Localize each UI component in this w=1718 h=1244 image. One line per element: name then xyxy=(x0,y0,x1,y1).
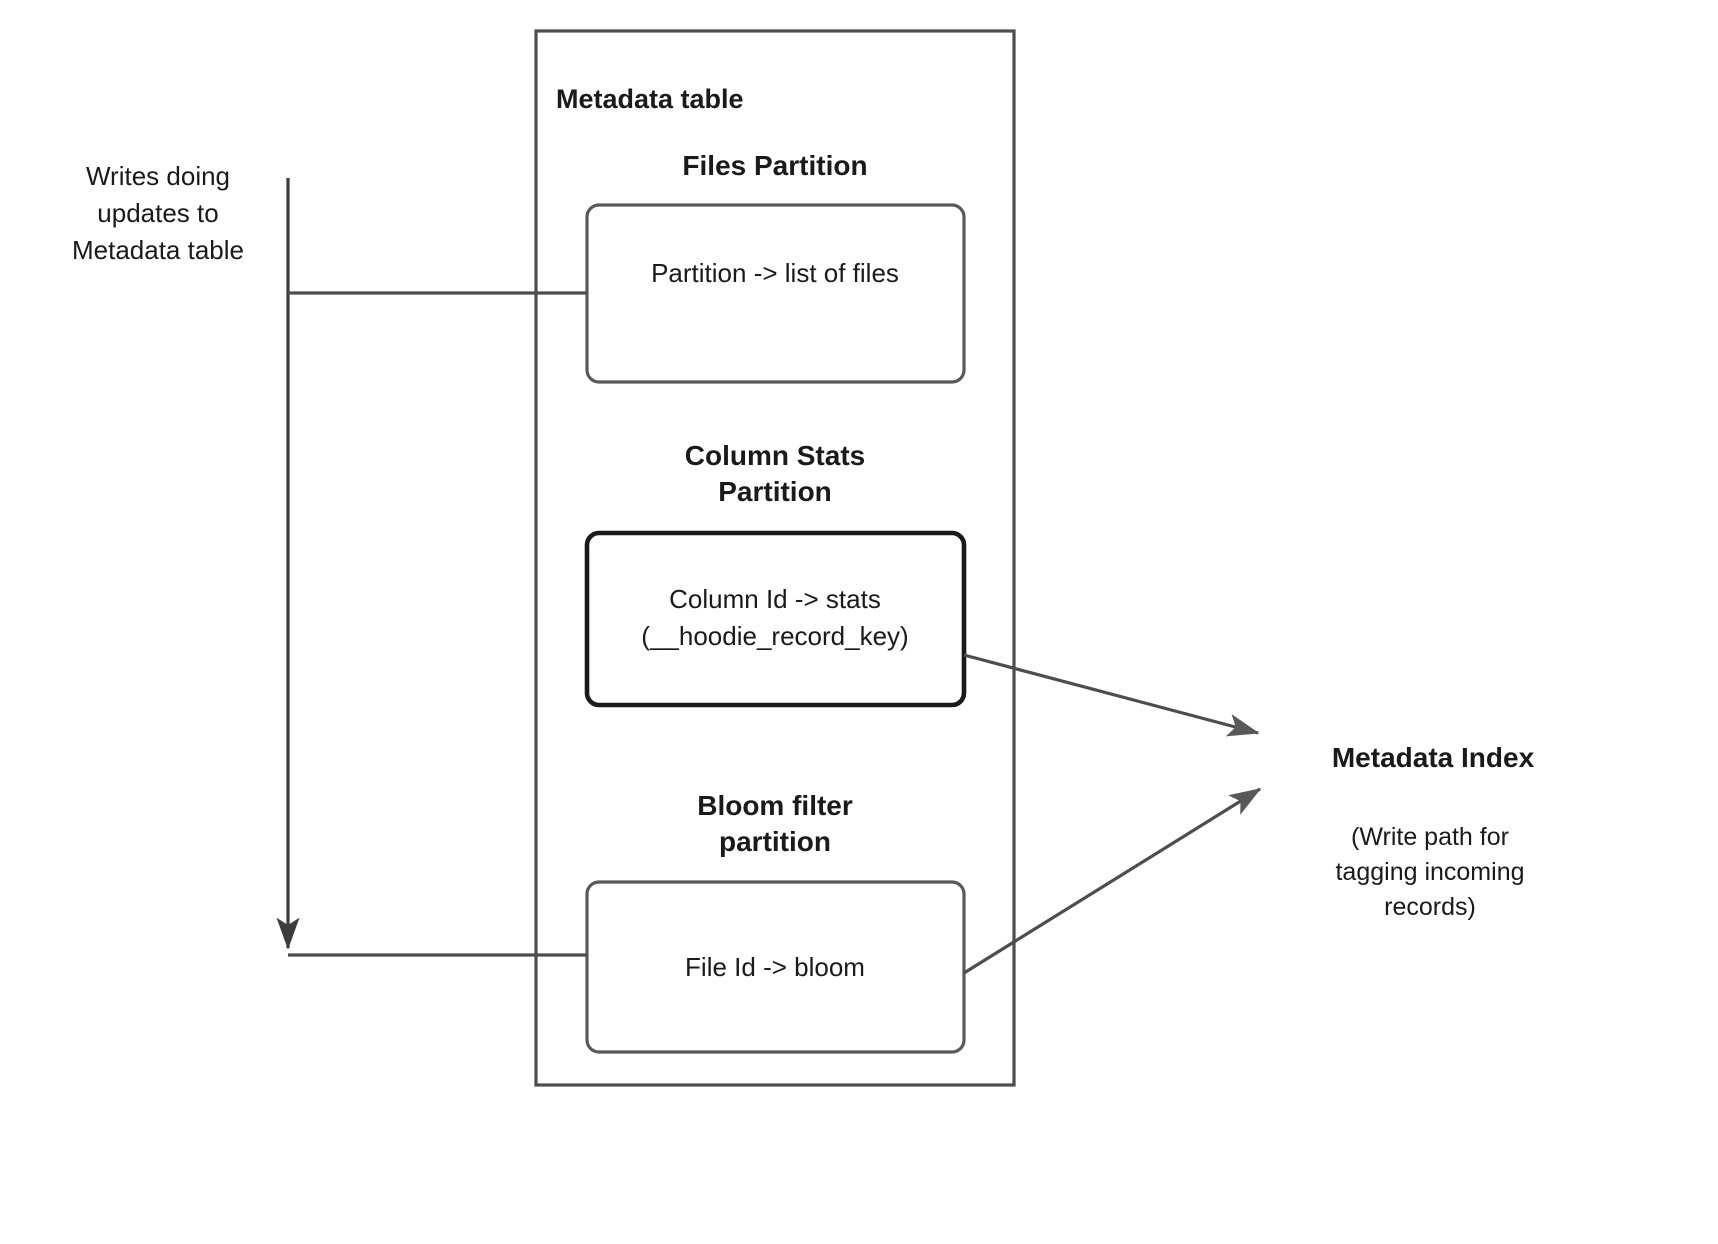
files-partition-box-text: Partition -> list of files xyxy=(651,258,899,288)
metadata-table-title: Metadata table xyxy=(556,84,744,114)
bloom-to-index-connector xyxy=(963,787,1262,975)
metadata-index-title: Metadata Index xyxy=(1331,742,1535,773)
files-partition-box xyxy=(585,203,966,384)
metadata-table-container xyxy=(534,29,1016,1087)
column-stats-to-index-connector xyxy=(963,653,1260,737)
writes-updates-label: Writes doing updates to Metadata table xyxy=(71,161,244,265)
column-stats-partition-title: Column Stats Partition xyxy=(684,440,866,508)
metadata-index-caption: (Write path for tagging incoming records… xyxy=(1335,823,1525,921)
column-stats-partition-box-text: Column Id -> stats (__hoodie_record_key) xyxy=(641,584,909,651)
bloom-filter-partition-title: Bloom filter partition xyxy=(697,790,853,858)
bloom-filter-partition-box-text: File Id -> bloom xyxy=(685,952,865,982)
files-partition-title: Files Partition xyxy=(682,150,868,181)
